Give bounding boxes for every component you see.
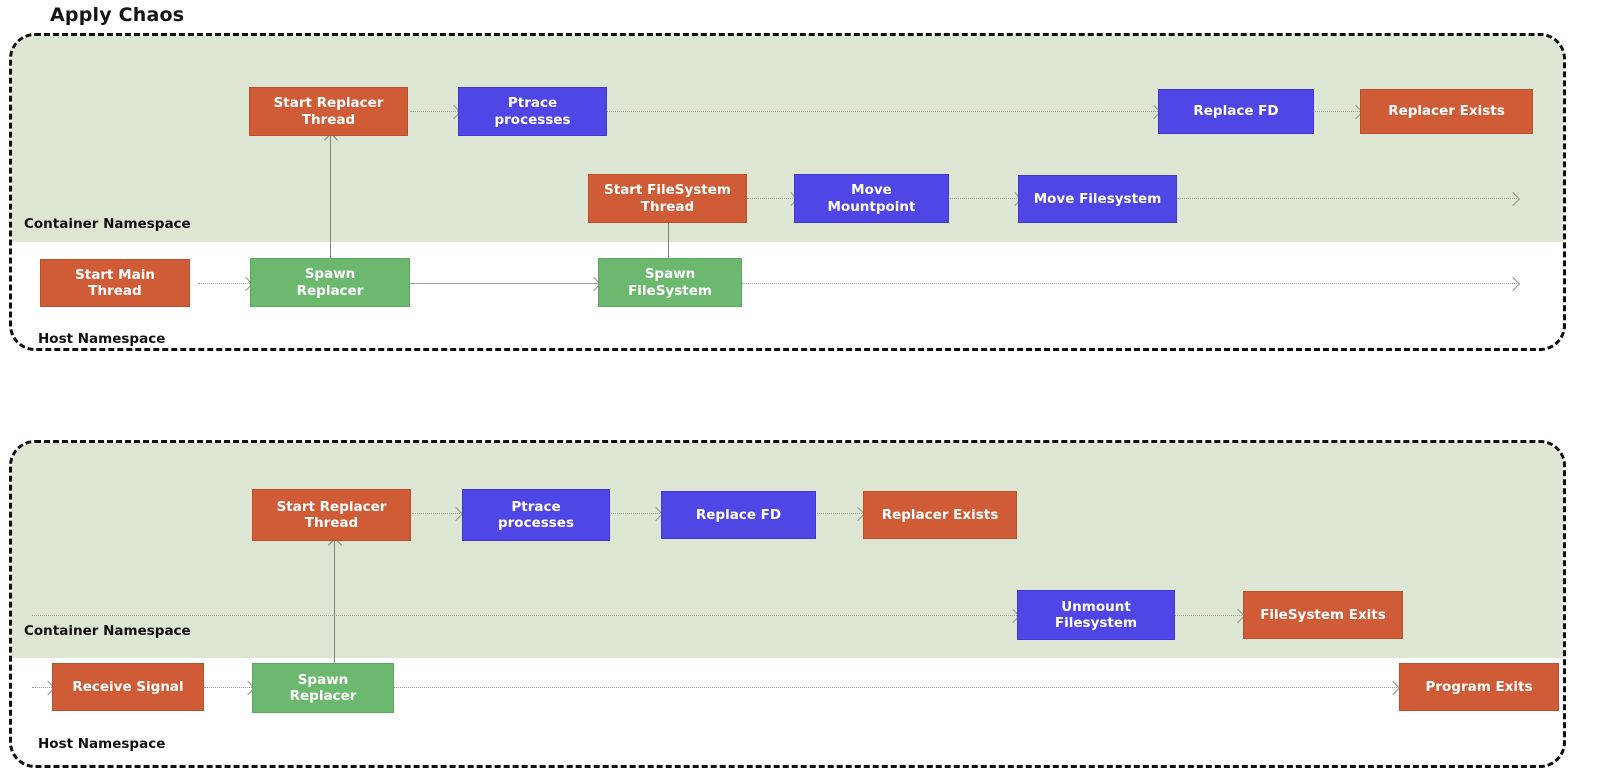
arrow-start-main-to-spawn-replacer-1 bbox=[198, 283, 250, 284]
node-start-replacer-thread[interactable]: Start Replacer Thread bbox=[249, 87, 408, 136]
host-namespace-label-2: Host Namespace bbox=[38, 736, 166, 752]
connector-spawn-replacer-to-start-replacer-thread-2 bbox=[334, 541, 335, 663]
node-replacer-exists-2[interactable]: Replacer Exists bbox=[863, 491, 1017, 539]
page-title: Apply Chaos bbox=[50, 4, 185, 26]
arrow-start-replacer-to-ptrace-2 bbox=[412, 513, 460, 514]
node-unmount-filesystem[interactable]: Unmount Filesystem bbox=[1017, 590, 1175, 640]
container-namespace-band-1 bbox=[12, 36, 1563, 242]
container-namespace-label-1: Container Namespace bbox=[24, 216, 191, 232]
arrow-ptrace-to-replace-fd-1 bbox=[1102, 111, 1158, 112]
arrow-unmount-to-filesystem-exits-2 bbox=[1174, 615, 1242, 616]
node-spawn-filesystem[interactable]: Spawn FileSystem bbox=[598, 258, 742, 307]
arrow-into-receive-signal-2 bbox=[32, 687, 52, 688]
lifeline-container-2 bbox=[32, 615, 1017, 616]
node-ptrace-processes[interactable]: Ptrace processes bbox=[458, 87, 607, 136]
node-replace-fd-2[interactable]: Replace FD bbox=[661, 491, 816, 539]
node-move-filesystem[interactable]: Move Filesystem bbox=[1018, 175, 1177, 223]
host-namespace-label-1: Host Namespace bbox=[38, 331, 166, 347]
arrow-start-fs-to-move-mountpoint-1 bbox=[747, 198, 795, 199]
lifeline-replacer-1 bbox=[606, 111, 1162, 112]
arrow-move-mountpoint-to-move-filesystem-1 bbox=[950, 198, 1019, 199]
node-replacer-exists[interactable]: Replacer Exists bbox=[1360, 89, 1533, 134]
arrow-spawn-replacer-to-spawn-filesystem-1 bbox=[392, 283, 598, 284]
arrow-ptrace-to-replace-fd-2 bbox=[608, 513, 660, 514]
node-filesystem-exits[interactable]: FileSystem Exits bbox=[1243, 591, 1403, 639]
arrow-spawn-replacer-to-program-exits-2 bbox=[394, 687, 1397, 688]
node-spawn-replacer[interactable]: Spawn Replacer bbox=[250, 258, 410, 307]
node-start-replacer-thread-2[interactable]: Start Replacer Thread bbox=[252, 489, 411, 541]
connector-spawn-filesystem-to-start-filesystem-thread-1 bbox=[668, 212, 669, 258]
node-move-mountpoint[interactable]: Move Mountpoint bbox=[794, 174, 949, 223]
panel-cleanup: Start Replacer Thread Ptrace processes R… bbox=[9, 440, 1566, 768]
node-start-filesystem-thread[interactable]: Start FileSystem Thread bbox=[588, 174, 747, 223]
container-namespace-label-2: Container Namespace bbox=[24, 623, 191, 639]
arrow-start-replacer-to-ptrace-1 bbox=[410, 111, 458, 112]
connector-spawn-replacer-to-start-replacer-thread-1 bbox=[330, 136, 331, 258]
arrow-spawn-filesystem-tail-1 bbox=[742, 283, 1517, 284]
arrow-replace-fd-to-replacer-exists-1 bbox=[1312, 111, 1360, 112]
node-program-exits[interactable]: Program Exits bbox=[1399, 663, 1559, 711]
node-ptrace-processes-2[interactable]: Ptrace processes bbox=[462, 489, 610, 541]
node-receive-signal[interactable]: Receive Signal bbox=[52, 663, 204, 711]
node-spawn-replacer-2[interactable]: Spawn Replacer bbox=[252, 663, 394, 713]
node-replace-fd[interactable]: Replace FD bbox=[1158, 89, 1314, 134]
arrow-replace-fd-to-replacer-exists-2 bbox=[814, 513, 862, 514]
arrow-receive-signal-to-spawn-replacer-2 bbox=[204, 687, 252, 688]
node-start-main-thread[interactable]: Start Main Thread bbox=[40, 259, 190, 307]
arrow-move-filesystem-tail-1 bbox=[1177, 198, 1517, 199]
arrow-rail-to-unmount-filesystem-2 bbox=[942, 615, 1017, 616]
panel-apply-chaos: Start Replacer Thread Ptrace processes R… bbox=[9, 33, 1566, 351]
